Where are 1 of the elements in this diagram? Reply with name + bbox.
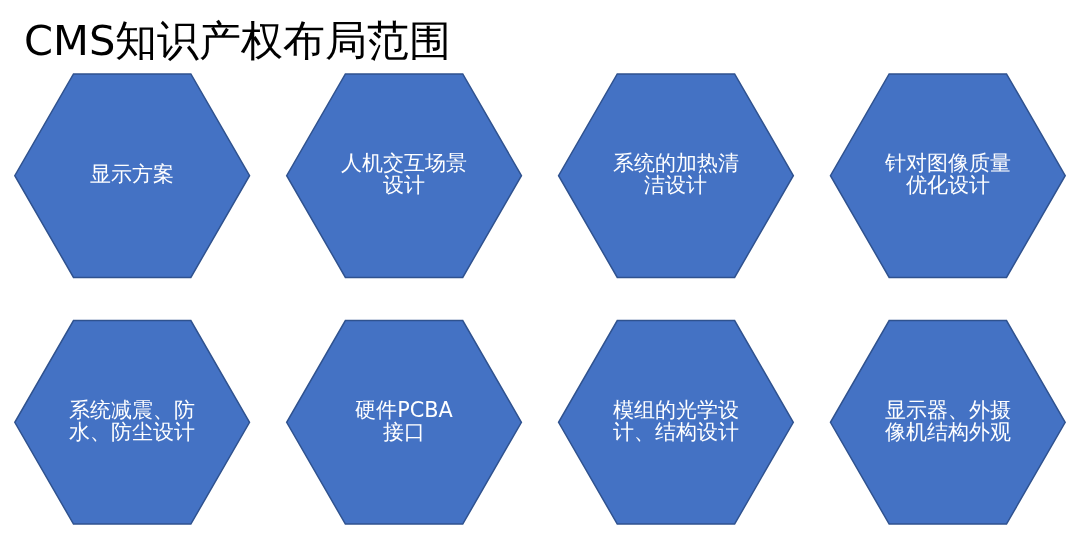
diagram-title: CMS知识产权布局范围 — [23, 16, 452, 66]
